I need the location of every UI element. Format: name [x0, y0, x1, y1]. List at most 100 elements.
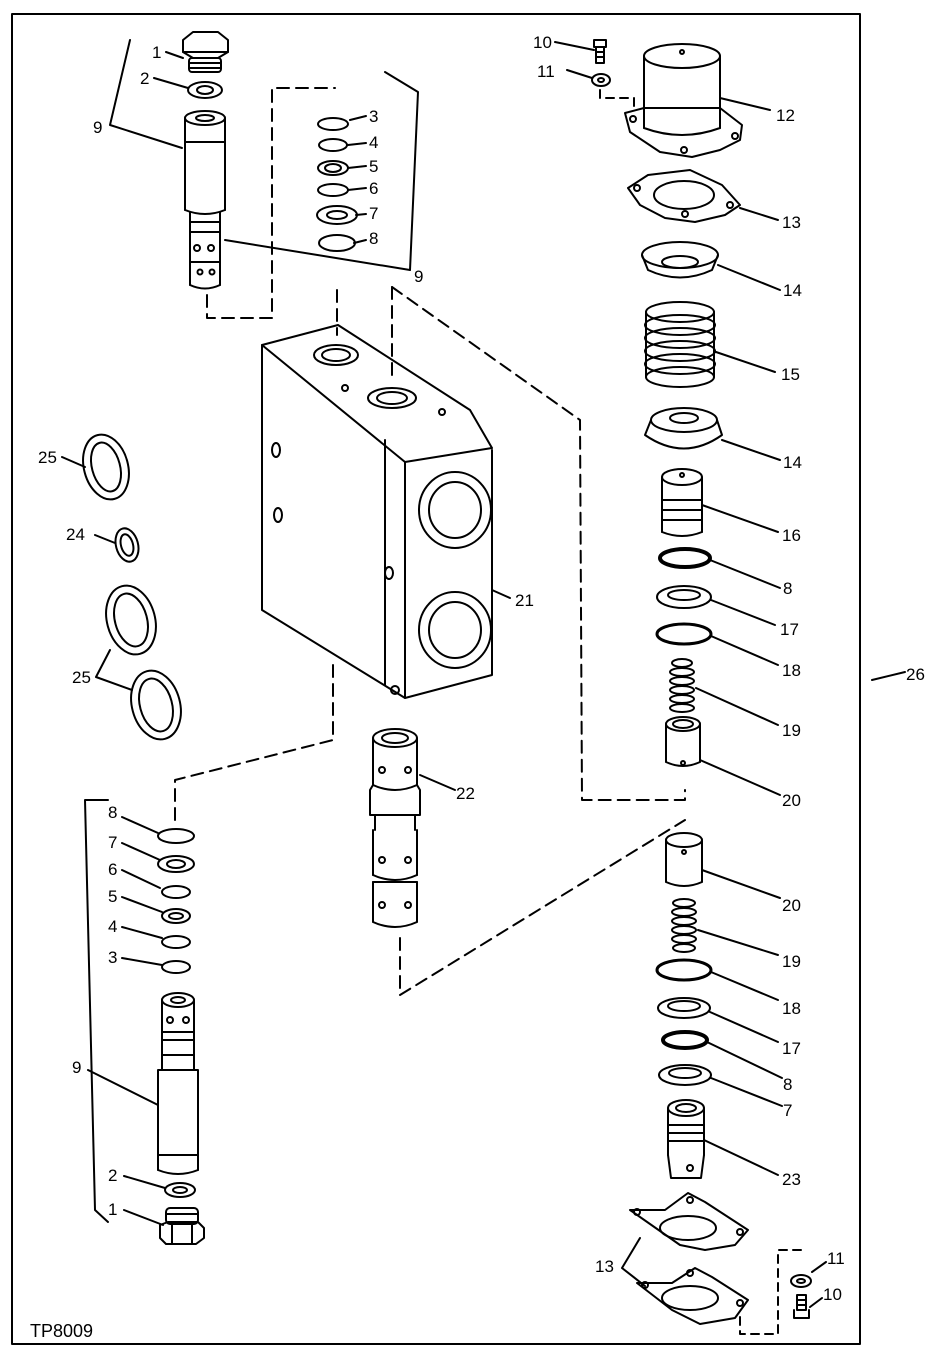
- label-14-bottom: 14: [783, 453, 802, 472]
- label-9-seals: 9: [414, 267, 423, 286]
- label-18-bottom: 18: [782, 999, 801, 1018]
- label-10-bottom: 10: [823, 1285, 842, 1304]
- plate-13-upper: [629, 1192, 749, 1251]
- plunger-20-top: [665, 716, 701, 767]
- label-14-top: 14: [783, 281, 802, 300]
- label-11-top: 11: [537, 62, 555, 81]
- label-17-top: 17: [780, 620, 799, 639]
- retainer-14-bottom: [644, 407, 723, 450]
- plug-1-top: [182, 31, 229, 73]
- label-7-right: 7: [783, 1101, 792, 1120]
- valve-body-21: [261, 324, 493, 699]
- plunger-20-bottom: [665, 832, 703, 887]
- label-21: 21: [515, 591, 534, 610]
- label-10-top: 10: [533, 33, 552, 52]
- oring-8-right-top: [658, 547, 712, 569]
- label-13-top: 13: [782, 213, 801, 232]
- oring-8-top: [318, 234, 356, 252]
- backup-17-top: [656, 585, 712, 609]
- cartridge-9-bottom: [157, 992, 199, 1175]
- label-9-bottom: 9: [72, 1058, 81, 1077]
- label-5-top: 5: [369, 157, 378, 176]
- washer-2-top: [187, 81, 223, 99]
- backup-17-bottom: [657, 997, 711, 1019]
- oring-6-top: [317, 183, 349, 197]
- washer-11-top: [591, 73, 611, 87]
- washer-11-bottom: [790, 1274, 812, 1288]
- label-9-top: 9: [93, 118, 102, 137]
- dash-lower-left: [174, 664, 334, 821]
- label-25-upper: 25: [38, 448, 57, 467]
- seal-25-lower: [130, 669, 182, 741]
- backup-5-top: [317, 160, 349, 176]
- oring-18-top: [655, 622, 713, 646]
- label-19-bottom: 19: [782, 952, 801, 971]
- label-6-bottom: 6: [108, 860, 117, 879]
- bolt-10-top: [593, 39, 607, 64]
- label-1-bottom: 1: [108, 1200, 117, 1219]
- dash-right-upper: [391, 286, 686, 801]
- oring-4-bottom: [161, 935, 191, 949]
- label-3-top: 3: [369, 107, 378, 126]
- label-3-bottom: 3: [108, 948, 117, 967]
- label-4-top: 4: [369, 133, 378, 152]
- label-8-right-bottom: 8: [783, 1075, 792, 1094]
- cap-12: [624, 43, 743, 158]
- seal-25-upper: [82, 433, 130, 501]
- dash-spool-lower: [399, 819, 686, 996]
- plug-1-bottom: [159, 1207, 205, 1245]
- label-11-bottom: 11: [827, 1249, 845, 1268]
- oring-4-top: [318, 138, 348, 152]
- oring-8-right-bottom: [661, 1030, 709, 1050]
- bolt-10-bottom: [793, 1294, 810, 1319]
- spring-19-top: [669, 658, 695, 713]
- label-8-right-top: 8: [783, 579, 792, 598]
- diagram-frame: [11, 13, 861, 1345]
- oring-6-bottom: [161, 885, 191, 899]
- label-17-bottom: 17: [782, 1039, 801, 1058]
- label-18-top: 18: [782, 661, 801, 680]
- backup-5-bottom: [161, 908, 191, 924]
- label-4-bottom: 4: [108, 917, 117, 936]
- label-6-top: 6: [369, 179, 378, 198]
- seal-24: [114, 527, 140, 563]
- label-7-top: 7: [369, 204, 378, 223]
- oring-18-bottom: [655, 958, 713, 982]
- label-8-top: 8: [369, 229, 378, 248]
- label-25-lower: 25: [72, 668, 91, 687]
- label-16: 16: [782, 526, 801, 545]
- bracket-9-seals: [384, 71, 419, 271]
- oring-3-top: [317, 117, 349, 131]
- label-2-top: 2: [140, 69, 149, 88]
- backup-7-bottom: [157, 855, 195, 873]
- label-2-bottom: 2: [108, 1166, 117, 1185]
- seat-16: [661, 468, 703, 537]
- spring-19-bottom: [671, 898, 697, 953]
- oring-8-bottom: [157, 828, 195, 844]
- label-8-bottom: 8: [108, 803, 117, 822]
- label-7-bottom: 7: [108, 833, 117, 852]
- label-23: 23: [782, 1170, 801, 1189]
- oring-3-bottom: [161, 960, 191, 974]
- label-1-top: 1: [152, 43, 161, 62]
- bracket-9-upper: [109, 39, 411, 271]
- figure-id: TP8009: [30, 1321, 93, 1341]
- label-19-top: 19: [782, 721, 801, 740]
- backup-7-top: [316, 205, 358, 225]
- label-26: 26: [906, 665, 925, 684]
- seal-25-middle: [105, 584, 157, 656]
- plate-13-top: [627, 169, 741, 223]
- cartridge-9-top: [184, 110, 226, 290]
- dash-upper-left: [206, 87, 336, 319]
- label-15: 15: [781, 365, 800, 384]
- label-12: 12: [776, 106, 795, 125]
- label-20-top: 20: [782, 791, 801, 810]
- plate-13-lower: [636, 1267, 749, 1325]
- label-22: 22: [456, 784, 475, 803]
- bracket-lower-left: [84, 799, 109, 1223]
- spool-22: [369, 728, 421, 928]
- spring-15: [644, 301, 716, 388]
- callout-labels: 1 2 9 3 4 5 6 7 8 9 10 11 12 13 14 15 14…: [30, 33, 925, 1341]
- retainer-14-top: [641, 241, 719, 279]
